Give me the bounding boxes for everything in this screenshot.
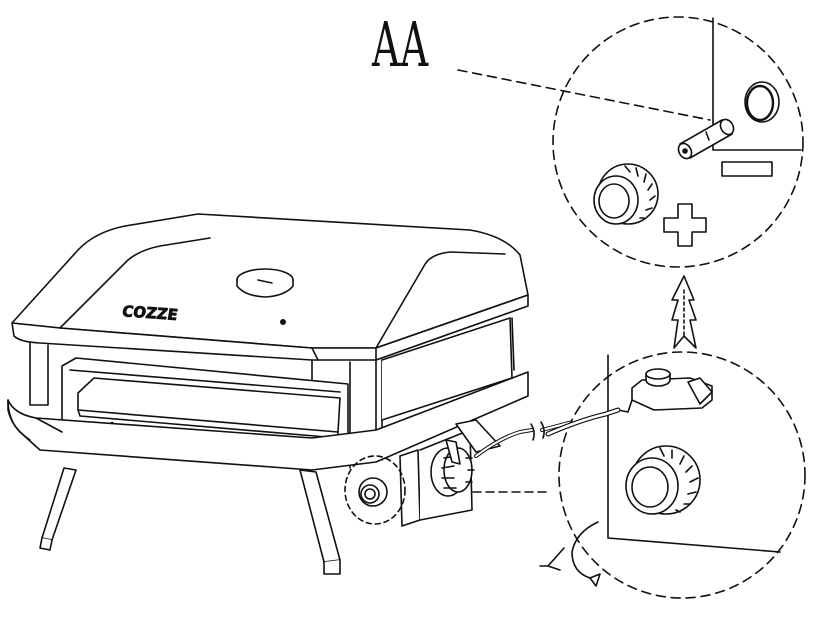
thermometer-gauge-icon — [236, 268, 294, 298]
oven-leg-back-right — [445, 439, 461, 465]
negative-sign — [721, 161, 773, 177]
battery-compartment-cap — [744, 81, 780, 123]
oven-leg-front-right — [299, 469, 341, 563]
aa-battery-label: AA — [372, 8, 429, 81]
svg-text:COZZE: COZZE — [121, 302, 179, 324]
burner-housing — [399, 449, 421, 527]
oven-side-panel — [381, 317, 513, 421]
brand-logo: COZZE — [120, 302, 286, 325]
knob-detail-circle — [539, 351, 806, 599]
oven-front-frame — [29, 342, 49, 406]
positive-sign — [663, 203, 707, 247]
ignition-knob-icon — [593, 163, 659, 225]
oven-lid-front-band — [11, 294, 529, 361]
up-arrow-icon — [671, 275, 697, 349]
aa-battery-icon — [677, 118, 735, 160]
rotate-arrow-icon — [539, 521, 601, 587]
pizza-stone — [77, 377, 341, 433]
ignition-button-oven — [358, 477, 388, 507]
battery-detail-circle — [457, 16, 804, 268]
oven-leg-front-left — [41, 467, 77, 541]
gas-control-knob-icon — [625, 445, 701, 515]
pizza-oven: COZZE — [7, 213, 549, 575]
ignition-detail-marker — [344, 455, 406, 525]
gas-regulator — [617, 368, 713, 413]
